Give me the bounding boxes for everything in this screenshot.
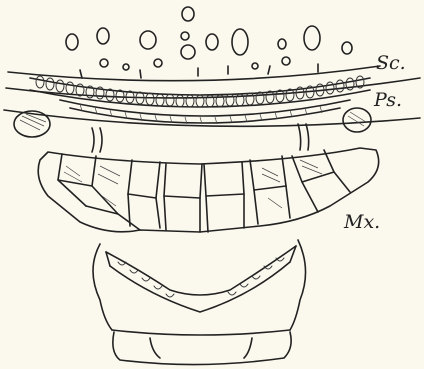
right-palp <box>343 108 371 132</box>
toothed-plate <box>106 246 296 312</box>
connector-strokes <box>92 124 309 152</box>
left-palp <box>14 111 50 137</box>
pore-cluster <box>66 7 352 78</box>
lower-body-outline <box>93 240 306 365</box>
mx-cell-mass <box>38 148 378 232</box>
label-sc: Sc. <box>376 52 406 74</box>
label-mx: Mx. <box>343 211 380 233</box>
label-ps: Ps. <box>373 89 402 111</box>
